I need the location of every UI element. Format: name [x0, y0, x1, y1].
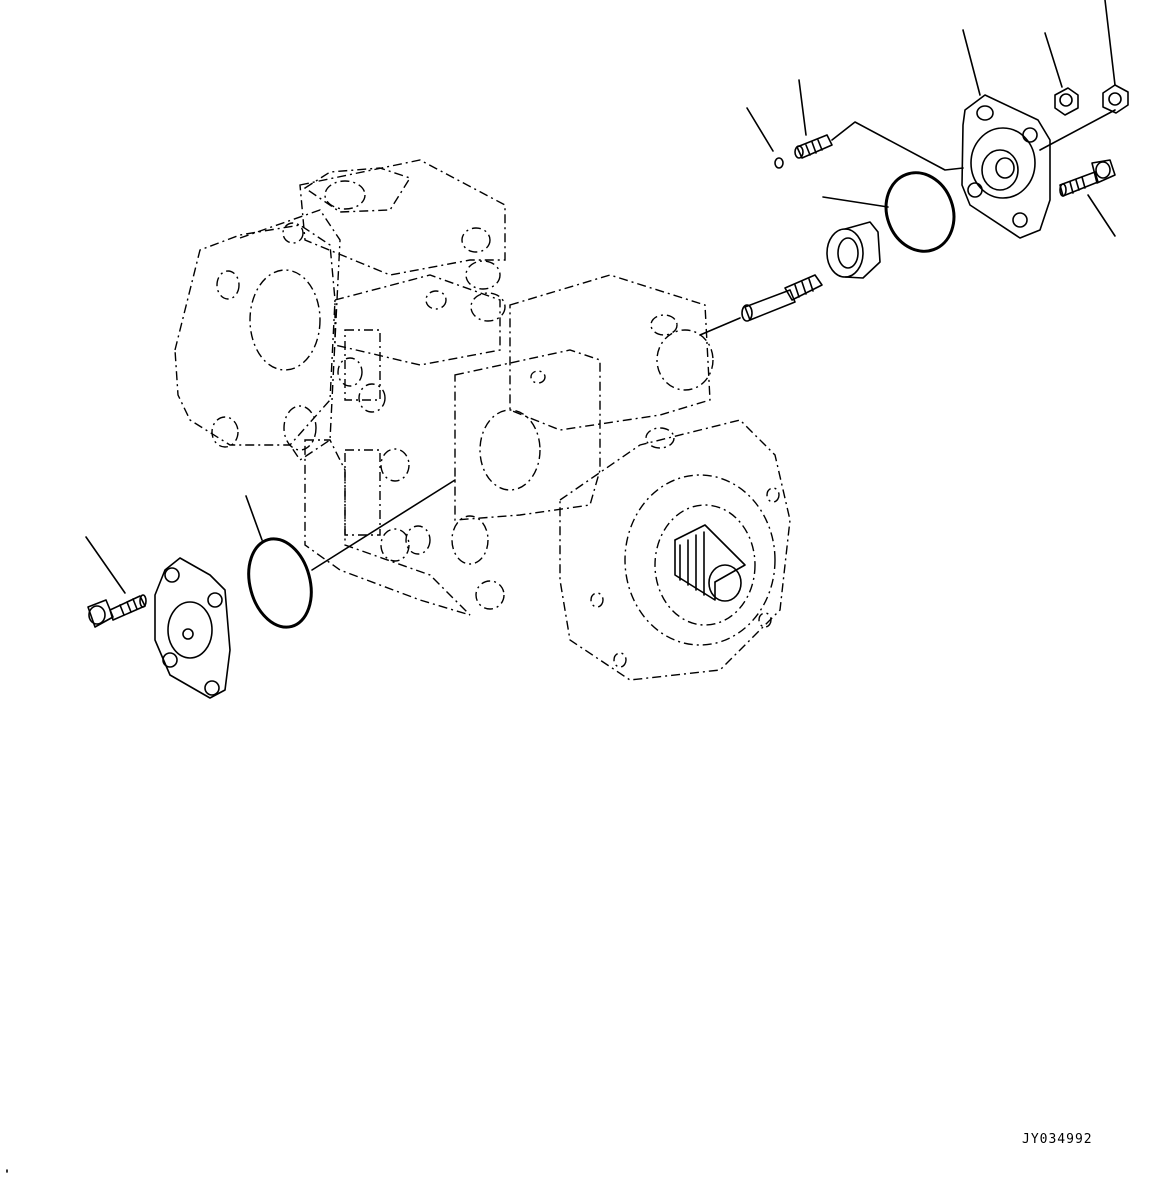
hex-nut-1 [1044, 32, 1079, 116]
small-o-ring [746, 107, 784, 169]
drawing-reference-code: JY034992 [1022, 1132, 1093, 1147]
sleeve-bushing [826, 221, 881, 279]
piston-rod [699, 274, 823, 336]
hex-nut-2 [1039, 0, 1129, 151]
splined-shaft [674, 524, 746, 602]
o-ring-left [245, 479, 456, 629]
stud-bolt [794, 79, 964, 171]
pump-assembly-body [174, 159, 791, 681]
cover-plate-left [154, 557, 231, 699]
o-ring-right [822, 171, 956, 253]
cover-plate-right [961, 29, 1051, 239]
socket-bolt-left [85, 536, 147, 628]
socket-bolt-right [1059, 159, 1116, 237]
